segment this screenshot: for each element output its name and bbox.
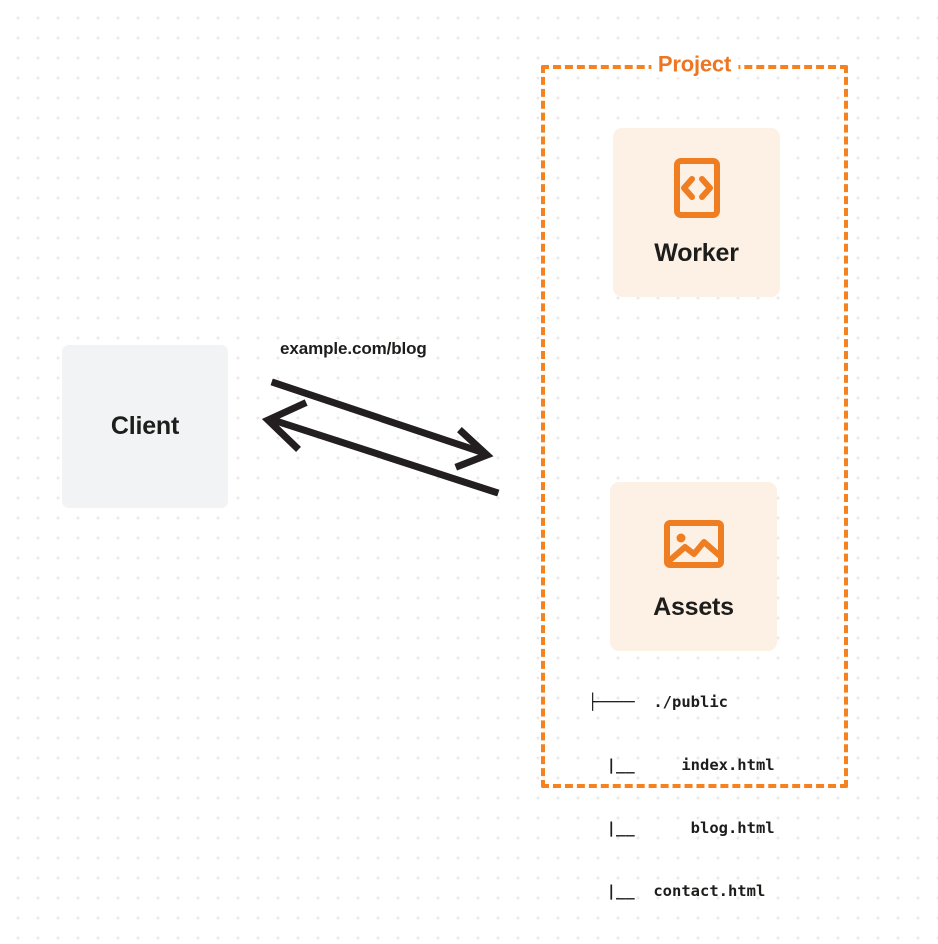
- project-title: Project: [650, 51, 739, 78]
- worker-label: Worker: [654, 239, 739, 267]
- connection-label: example.com/blog: [280, 339, 427, 358]
- image-icon: [663, 520, 724, 568]
- assets-file-tree: ├──── ./public |__ index.html |__ blog.h…: [588, 650, 775, 944]
- tree-line: |__ index.html: [588, 756, 775, 774]
- diagram-canvas: Client example.com/blog Project Worker: [62, 51, 848, 900]
- worker-node[interactable]: Worker: [613, 128, 780, 297]
- client-node[interactable]: Client: [62, 345, 228, 508]
- client-label: Client: [110, 412, 180, 440]
- tree-line: |__ contact.html: [588, 882, 766, 900]
- tree-line: |__ blog.html: [588, 819, 775, 837]
- response-arrow: [261, 399, 500, 497]
- code-brackets-icon: [673, 158, 720, 218]
- assets-label: Assets: [653, 593, 734, 621]
- project-container: Project: [541, 51, 848, 788]
- request-arrow: [270, 378, 494, 471]
- tree-line: ├──── ./public: [588, 693, 728, 711]
- assets-node[interactable]: Assets: [610, 482, 777, 651]
